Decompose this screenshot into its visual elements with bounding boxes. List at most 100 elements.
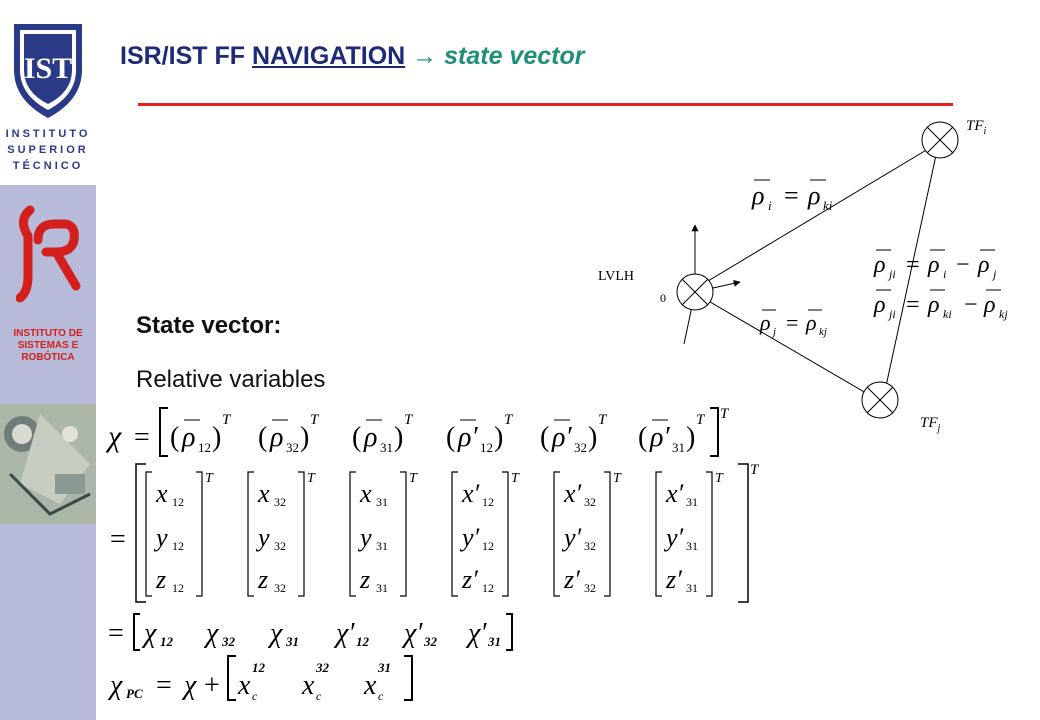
artwork-thumbnail [0, 404, 96, 524]
svg-text:32: 32 [584, 539, 596, 553]
title-divider [138, 103, 953, 106]
svg-text:z′: z′ [665, 565, 682, 594]
svg-text:χ: χ [181, 670, 197, 701]
svg-text:ρ: ρ [927, 252, 940, 278]
svg-text:=: = [786, 310, 798, 335]
svg-text:32: 32 [315, 660, 330, 675]
svg-text:31: 31 [686, 539, 698, 553]
svg-text:=: = [784, 181, 799, 210]
svg-text:ρ: ρ [759, 310, 771, 335]
ist-text-line: INSTITUTO [5, 128, 91, 140]
svg-text:ρ′: ρ′ [457, 422, 478, 453]
node-origin [676, 273, 714, 311]
svg-text:z: z [359, 565, 370, 594]
svg-text:z: z [257, 565, 268, 594]
svg-text:T: T [222, 412, 232, 428]
svg-text:=: = [110, 524, 126, 555]
svg-text:IST: IST [24, 52, 72, 85]
origin-label: 0 [660, 291, 666, 305]
svg-text:(: ( [352, 422, 361, 453]
section-heading: State vector: [136, 312, 282, 339]
svg-text:−: − [964, 292, 978, 318]
svg-text:32: 32 [584, 581, 596, 595]
svg-text:12: 12 [172, 539, 184, 553]
svg-text:kj: kj [819, 326, 827, 338]
isr-text-line: ROBÓTICA [21, 352, 75, 363]
svg-text:31: 31 [285, 634, 299, 649]
ist-logo: IST INSTITUTO SUPERIOR TÉCNICO [0, 0, 96, 185]
svg-text:=: = [906, 252, 920, 278]
lvlh-label: LVLH [598, 269, 634, 284]
svg-text:32: 32 [274, 539, 286, 553]
svg-text:ρ: ρ [983, 292, 996, 318]
svg-text:χ′: χ′ [401, 618, 423, 649]
isr-logo-icon [16, 205, 81, 303]
chi-term: ( ρ′ 12 ) T [446, 412, 514, 455]
svg-text:T: T [750, 462, 760, 478]
svg-text:kj: kj [999, 307, 1008, 321]
svg-text:12: 12 [482, 539, 494, 553]
title-arrow: → [405, 42, 445, 70]
svg-text:ρ: ρ [805, 310, 817, 335]
svg-text:ρ: ρ [927, 292, 940, 318]
svg-text:(: ( [170, 422, 179, 453]
title-prefix: ISR/IST FF [120, 42, 252, 70]
svg-text:i: i [943, 267, 946, 281]
svg-text:y′: y′ [459, 523, 480, 552]
svg-text:32: 32 [274, 581, 286, 595]
svg-text:): ) [394, 422, 403, 453]
isr-text-line: SISTEMAS E [17, 340, 79, 351]
svg-text:): ) [300, 422, 309, 453]
svg-text:T: T [720, 406, 730, 422]
svg-text:PC: PC [126, 686, 143, 701]
svg-text:c: c [252, 689, 258, 703]
svg-text:31: 31 [686, 581, 698, 595]
svg-text:y: y [357, 523, 372, 552]
svg-text:ji: ji [887, 307, 896, 321]
svg-text:=: = [906, 292, 920, 318]
svg-text:χ: χ [107, 670, 123, 701]
equation-chi-pc: χ PC = χ + x c 12 x c 32 x c 31 [107, 655, 413, 703]
title-suffix: state vector [444, 42, 585, 70]
svg-text:ρ: ρ [363, 422, 377, 453]
svg-text:(: ( [638, 422, 647, 453]
section-subheading: Relative variables [136, 366, 326, 393]
svg-text:y′: y′ [663, 523, 684, 552]
svg-text:y′: y′ [561, 523, 582, 552]
svg-text:z′: z′ [461, 565, 478, 594]
node-tf-j [861, 381, 899, 419]
svg-text:32: 32 [221, 634, 236, 649]
svg-text:j: j [771, 326, 776, 338]
svg-text:31: 31 [380, 440, 393, 455]
svg-text:χ: χ [141, 618, 157, 649]
svg-text:=: = [108, 618, 124, 649]
svg-text:x: x [257, 479, 270, 508]
svg-text:ρ: ρ [181, 422, 195, 453]
svg-text:χ: χ [105, 420, 122, 453]
svg-text:32: 32 [423, 634, 438, 649]
svg-text:12: 12 [482, 495, 494, 509]
svg-text:ρ: ρ [751, 181, 764, 210]
ist-shield-icon: IST [14, 24, 82, 118]
equation-chi: χ = ( ρ 12 ) T ( ρ 32 ) T ( ρ 31 ) T ( [105, 406, 730, 457]
svg-text:31: 31 [376, 539, 388, 553]
svg-text:12: 12 [252, 660, 266, 675]
chi-term: ( ρ′ 31 ) T [638, 412, 706, 455]
svg-text:12: 12 [160, 634, 174, 649]
svg-text:ρ: ρ [977, 252, 990, 278]
svg-text:): ) [686, 422, 695, 453]
formula-rho-i: ρ i = ρ ki [751, 179, 833, 213]
svg-text:T: T [613, 471, 622, 486]
svg-text:=: = [134, 422, 150, 453]
svg-text:31: 31 [487, 634, 501, 649]
title-nav: NAVIGATION [251, 42, 406, 70]
formula-rho-ji-1: ρ ji = ρ i − ρ j [873, 249, 997, 281]
svg-text:χ: χ [203, 618, 219, 649]
svg-text:12: 12 [172, 495, 184, 509]
svg-text:32: 32 [274, 495, 286, 509]
svg-text:ρ′: ρ′ [551, 422, 572, 453]
svg-text:12: 12 [482, 581, 494, 595]
svg-text:x: x [237, 670, 251, 701]
page-title: ISR/IST FF NAVIGATION → state vector [120, 42, 584, 71]
